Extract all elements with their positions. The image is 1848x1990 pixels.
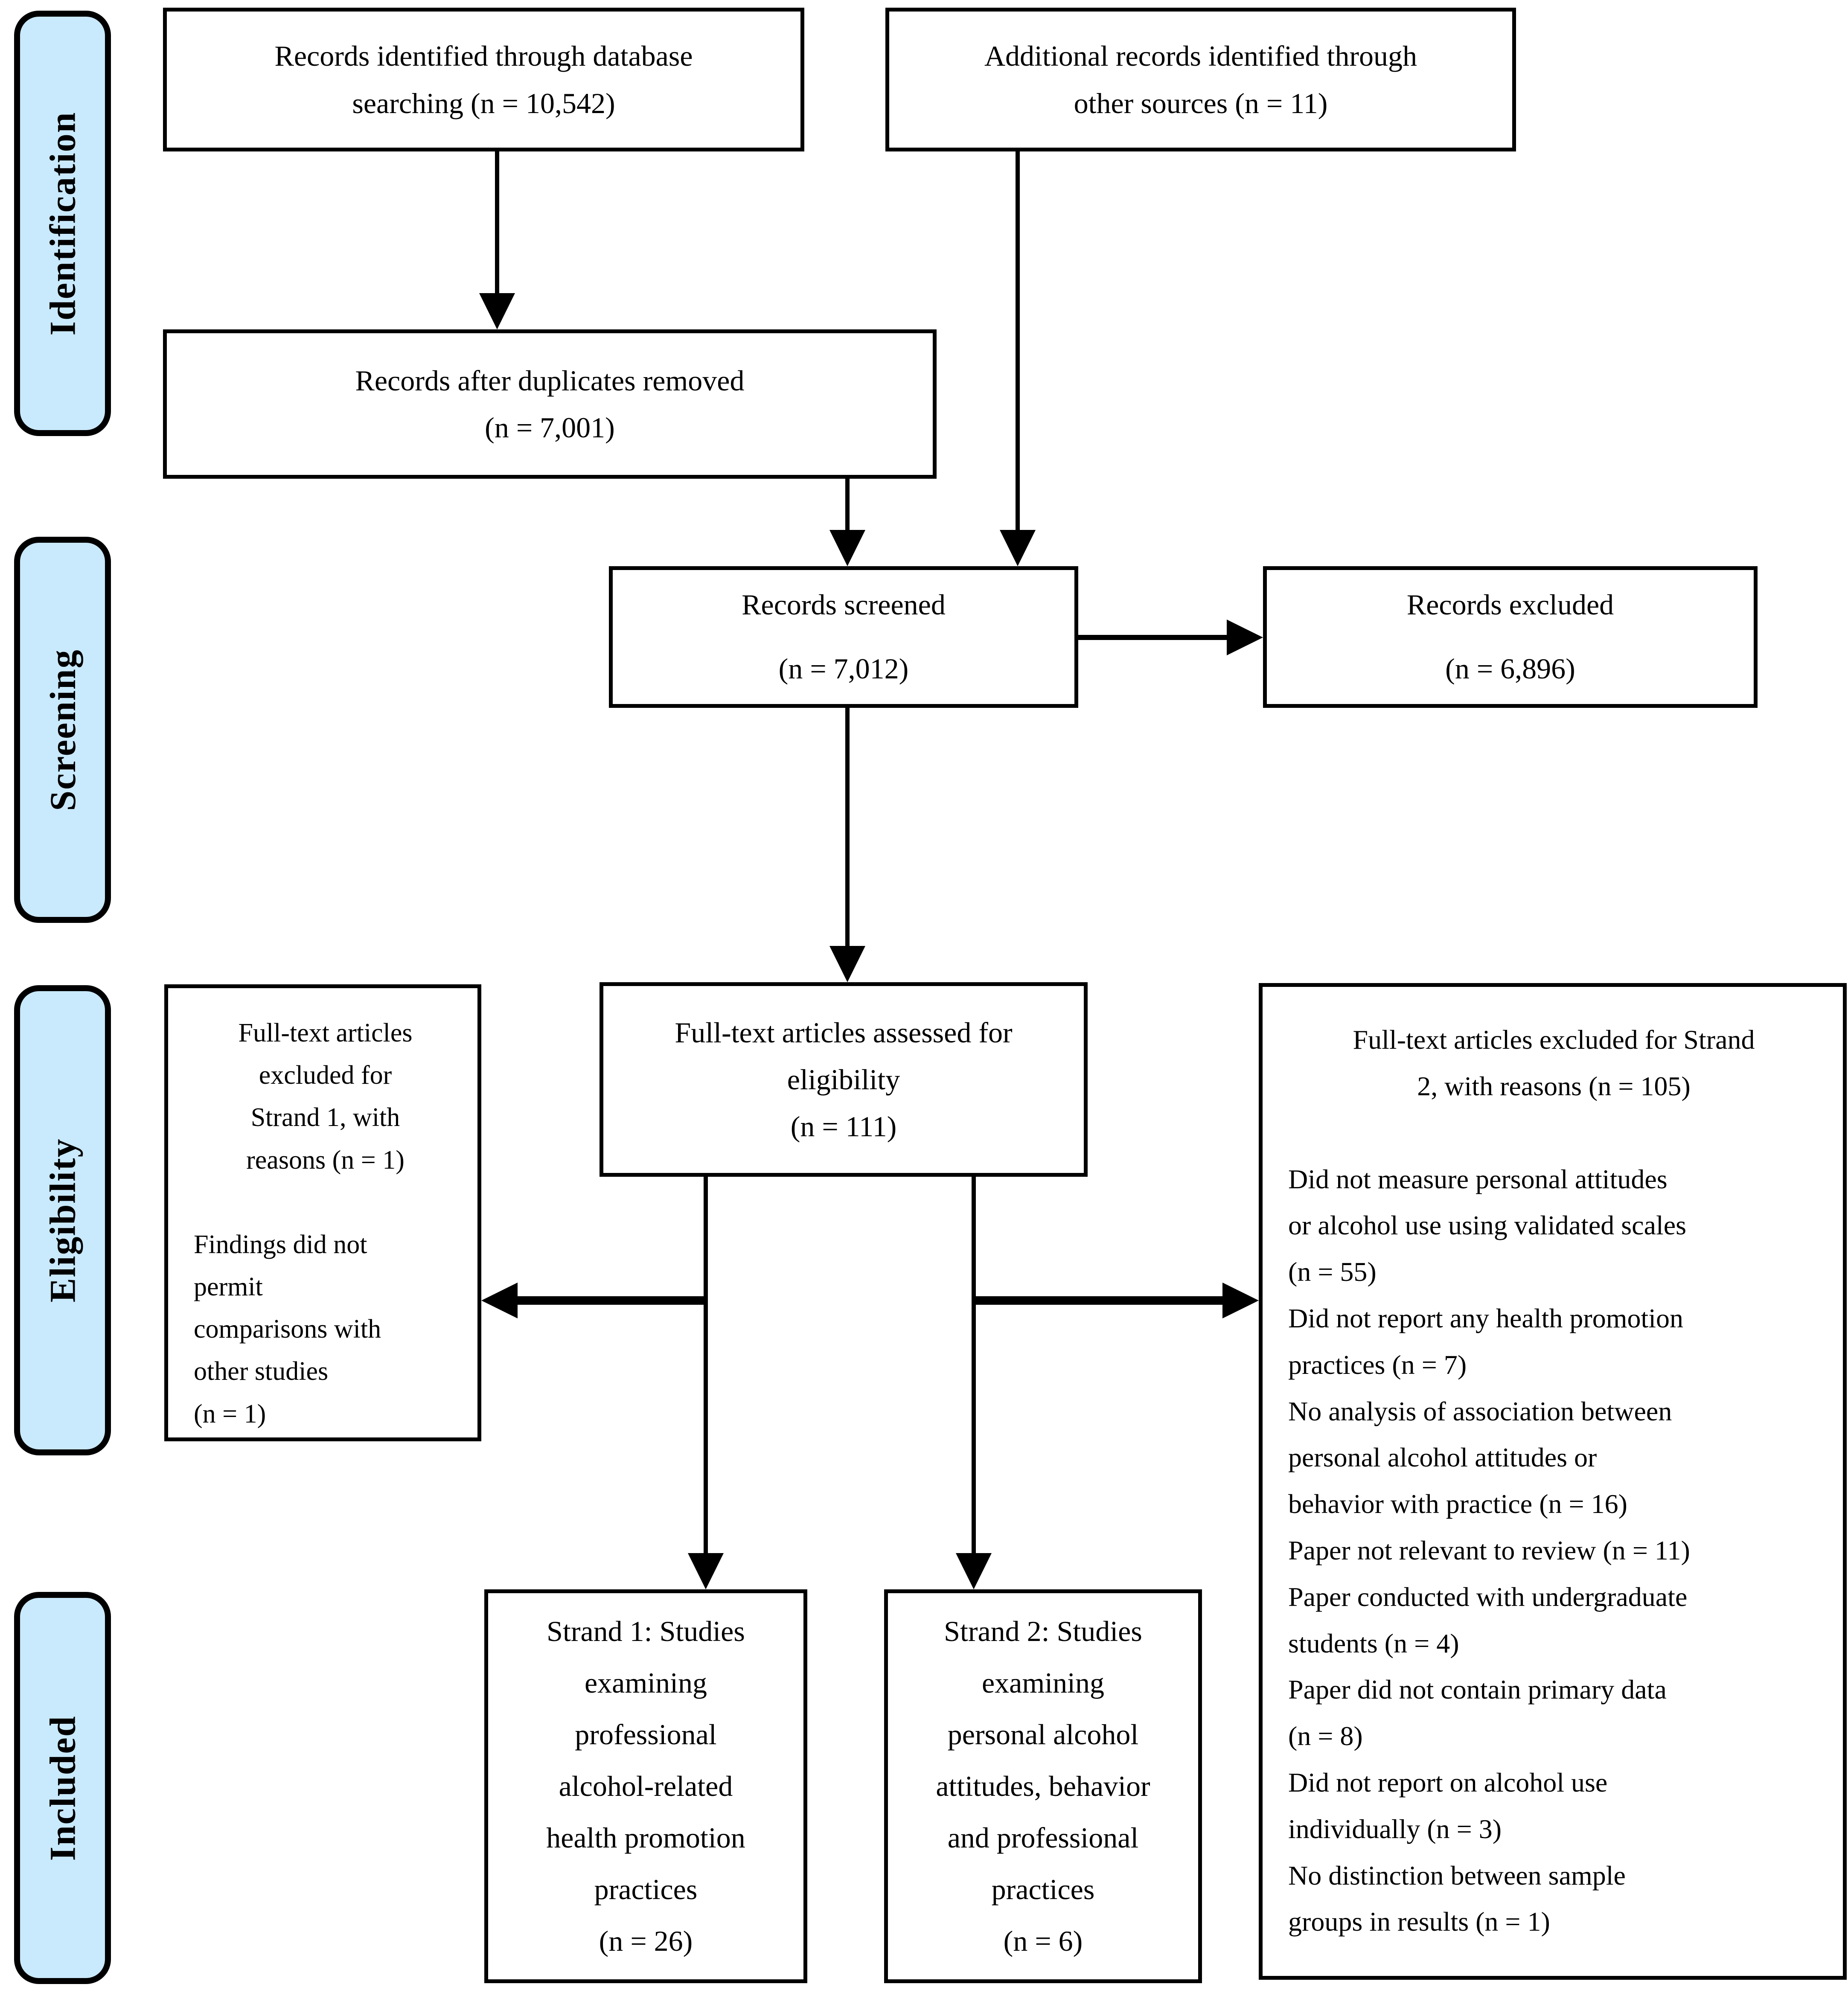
connector-branch-to-strand2-excluded [974,1296,1225,1305]
box-duplicates-removed: Records after duplicates removed (n = 7,… [163,329,937,479]
strand2-excluded-reason: Did not report on alcohol use individual… [1288,1767,1608,1844]
strand2-excluded-reason: Paper did not contain primary data (n = … [1288,1674,1667,1751]
stage-included: Included [14,1592,111,1984]
box-strand2-excluded: Full-text articles excluded for Strand 2… [1259,983,1847,1980]
connector-identified-to-dedup-arrowhead [479,293,515,329]
connector-additional-to-screened [1016,149,1020,531]
connector-additional-to-screened-arrowhead [1000,530,1036,566]
stage-eligibility: Eligibility [14,985,111,1455]
stage-identification: Identification [14,11,111,436]
strand1-excluded-title: Full-text articles excluded for Strand 1… [238,1018,413,1175]
box-records-screened: Records screened (n = 7,012) [609,566,1078,708]
box-records-identified: Records identified through database sear… [163,8,804,151]
connector-fulltext-to-strand2-arrowhead [956,1553,992,1589]
connector-screened-to-excluded [1077,635,1231,640]
box-strand2-included: Strand 2: Studies examining personal alc… [884,1589,1202,1983]
box-strand1-included: Strand 1: Studies examining professional… [484,1589,807,1983]
stage-screening: Screening [14,537,111,923]
strand2-excluded-title: Full-text articles excluded for Strand 2… [1353,1024,1755,1101]
connector-branch-to-strand1-excluded [515,1296,706,1305]
box-additional-records: Additional records identified through ot… [885,8,1516,151]
strand1-excluded-reason: Findings did not permit comparisons with… [194,1230,381,1428]
strand2-excluded-reason: No analysis of association between perso… [1288,1396,1672,1519]
connector-screened-to-fulltext [845,706,850,949]
stage-included-label: Included [42,1715,83,1861]
connector-dedup-to-screened [845,477,850,532]
strand2-excluded-reason: Did not report any health promotion prac… [1288,1303,1684,1380]
connector-dedup-to-screened-arrowhead [829,530,865,566]
strand2-excluded-reason: No distinction between sample groups in … [1288,1860,1626,1937]
box-fulltext-assessed: Full-text articles assessed for eligibil… [600,982,1088,1177]
box-strand1-excluded: Full-text articles excluded for Strand 1… [164,984,481,1441]
strand2-excluded-reason: Paper conducted with undergraduate stude… [1288,1581,1688,1658]
connector-identified-to-dedup [495,149,499,299]
stage-screening-label: Screening [42,649,83,811]
box-records-excluded: Records excluded (n = 6,896) [1263,566,1758,708]
strand2-excluded-reason: Paper not relevant to review (n = 11) [1288,1535,1690,1565]
strand2-excluded-reason: Did not measure personal attitudes or al… [1288,1164,1687,1287]
connector-fulltext-to-strand1 [704,1175,708,1555]
connector-screened-to-excluded-arrowhead [1227,620,1263,655]
connector-screened-to-fulltext-arrowhead [829,946,865,982]
stage-identification-label: Identification [42,111,83,335]
stage-eligibility-label: Eligibility [42,1138,83,1303]
connector-fulltext-to-strand1-arrowhead [688,1553,724,1589]
connector-branch-to-strand1-excluded-arrowhead [481,1283,518,1318]
connector-fulltext-to-strand2 [972,1175,976,1555]
connector-branch-to-strand2-excluded-arrowhead [1222,1283,1259,1318]
